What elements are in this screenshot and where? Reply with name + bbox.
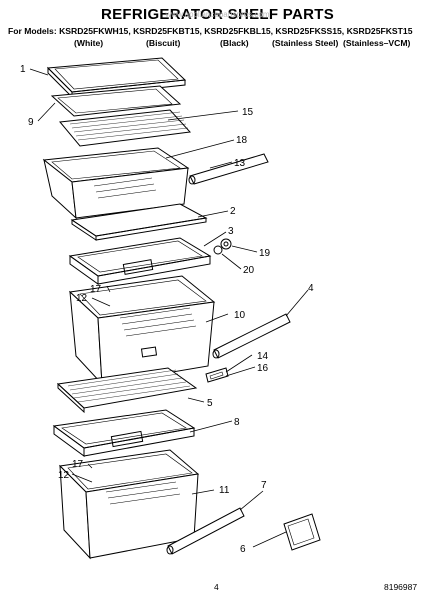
callout-8: 8: [234, 417, 240, 428]
part-7-rod: [166, 507, 245, 555]
callout-6: 6: [240, 544, 246, 555]
callout-10: 10: [234, 310, 246, 321]
callout-13: 13: [234, 158, 246, 169]
part-3-crisper-frame: [68, 237, 212, 285]
callout-11: 11: [219, 485, 230, 496]
part-14-clip: [205, 367, 229, 383]
models-line: For Models: KSRD25FKWH15, KSRD25FKBT15, …: [8, 26, 413, 36]
part-10-crisper-drawer: [68, 275, 216, 386]
watermark: www.appliancepartspros.com: [165, 10, 270, 19]
callout-2: 2: [230, 206, 236, 217]
callout-labels: 1 9 15 18 13 2 3 19 20 4 17 12 10 14 16 …: [20, 64, 314, 555]
callout-7: 7: [261, 480, 267, 491]
callout-15: 15: [242, 107, 254, 118]
part-1-glass-shelf: [46, 57, 187, 99]
callout-16: 16: [257, 363, 269, 374]
color-black: (Black): [220, 38, 249, 48]
callout-12-lower: 12: [58, 470, 70, 481]
part-2-glass-shelf: [70, 203, 208, 241]
callout-9: 9: [28, 117, 34, 128]
color-biscuit: (Biscuit): [146, 38, 181, 48]
callout-17-upper: 17: [90, 284, 102, 295]
callout-20: 20: [243, 265, 255, 276]
color-stainless-vcm: (Stainless–VCM): [343, 38, 411, 48]
callout-17-lower: 17: [72, 459, 84, 470]
part-20-slide-control: [213, 245, 223, 255]
part-13-rod: [188, 153, 269, 185]
document-number: 8196987: [384, 582, 418, 592]
part-6-bracket: [283, 513, 321, 551]
callout-5: 5: [207, 398, 213, 409]
callout-18: 18: [236, 135, 248, 146]
leader-lines: [29, 68, 309, 548]
part-18-upper-crisper-drawer: [42, 147, 190, 220]
callout-4: 4: [308, 283, 314, 294]
page-number: 4: [214, 582, 219, 592]
callout-3: 3: [228, 226, 234, 237]
callout-12-upper: 12: [76, 293, 88, 304]
part-11-crisper-drawer: [58, 449, 200, 560]
part-9-shelf-frame: [50, 85, 182, 117]
callout-19: 19: [259, 248, 271, 259]
part-5-glass-shelf: [56, 367, 198, 414]
color-stainless-steel: (Stainless Steel): [272, 38, 339, 48]
part-8-crisper-frame: [52, 409, 196, 457]
part-19-slide-control: [220, 238, 232, 250]
part-15-crisper-cover: [59, 109, 192, 147]
callout-14: 14: [257, 351, 269, 362]
part-4-rod: [212, 313, 291, 359]
page-title: REFRIGERATOR SHELF PARTS: [100, 6, 335, 23]
color-white: (White): [74, 38, 104, 48]
callout-1: 1: [20, 64, 26, 75]
